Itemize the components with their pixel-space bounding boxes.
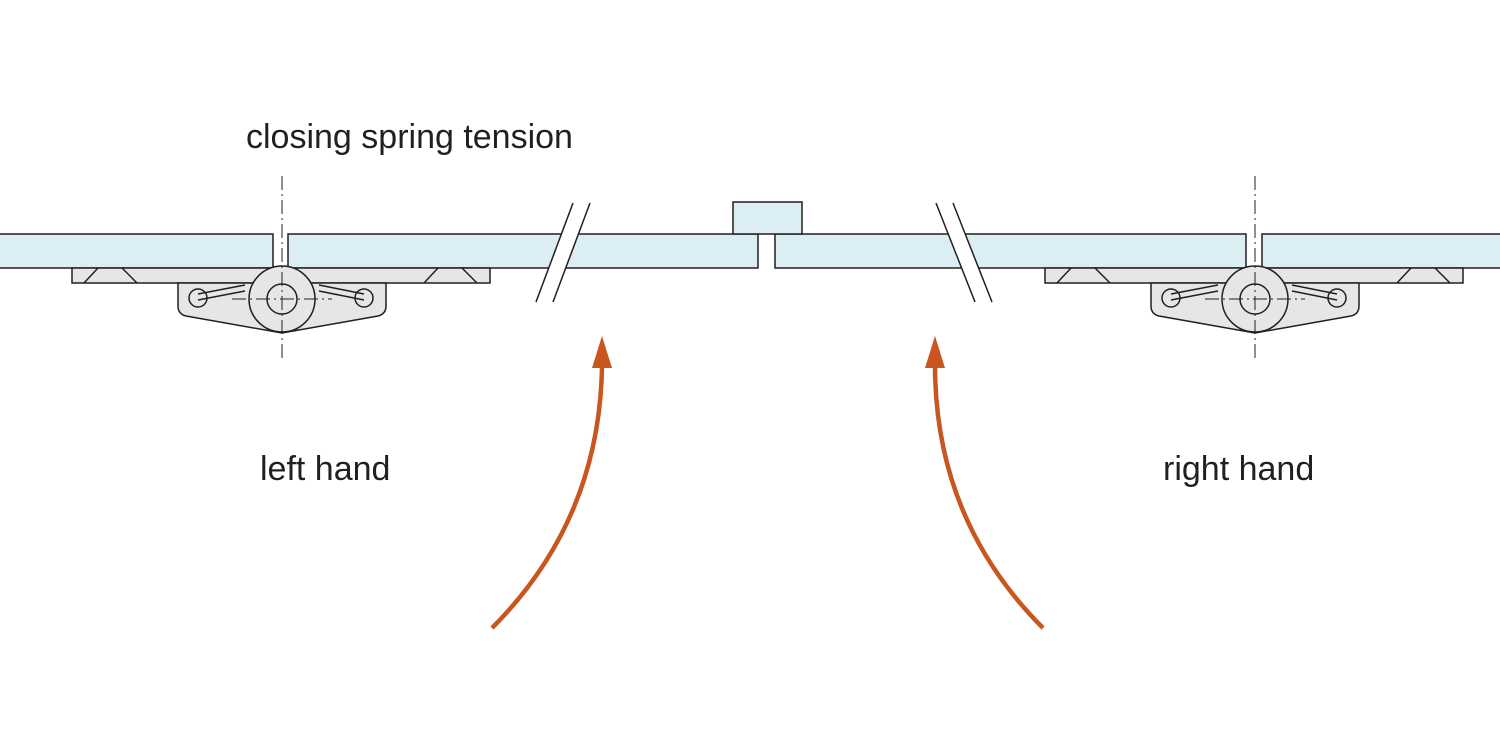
hinge-right-spring-arm [1170,284,1219,295]
swing-arrow-left-head [592,336,612,368]
hinge-left-screw [188,288,208,308]
left-hand-label: left hand [260,450,391,488]
hinge-right-spring-arm [1291,290,1338,301]
hinge-right-spring-arm [1291,284,1338,295]
break-line [552,202,591,303]
hinge-left-spring-arm [318,284,365,295]
swing-arrow-right-shaft [932,364,1045,630]
hinge-left-spring-arm [197,290,246,301]
hinge-right [1044,176,1464,362]
glass-panel-right-door [774,233,1247,269]
break-symbols [535,202,993,303]
hinge-left-spring-arm [197,284,246,295]
swing-arrow-left-shaft [490,364,605,630]
glass-panel-right-fixed [1261,233,1500,269]
swing-arrow-right-head [925,336,945,368]
glass-panels [0,201,1500,269]
break-line [935,202,976,303]
hinge-left [71,176,491,362]
hinge-right-spring-arm [1170,290,1219,301]
right-hand-label: right hand [1163,450,1315,488]
break-line [952,202,993,303]
closing-spring-tension-label: closing spring tension [246,118,573,156]
hinge-left-spring-arm [318,290,365,301]
glass-panel-left-fixed [0,233,274,269]
break-line [535,202,574,303]
break-gap-right [936,203,992,302]
glass-panel-left-door [287,233,759,269]
swing-arrows [490,336,1045,630]
break-gap-left [536,203,590,302]
hinge-right-screw [1161,288,1181,308]
center-stop-block [732,201,803,235]
